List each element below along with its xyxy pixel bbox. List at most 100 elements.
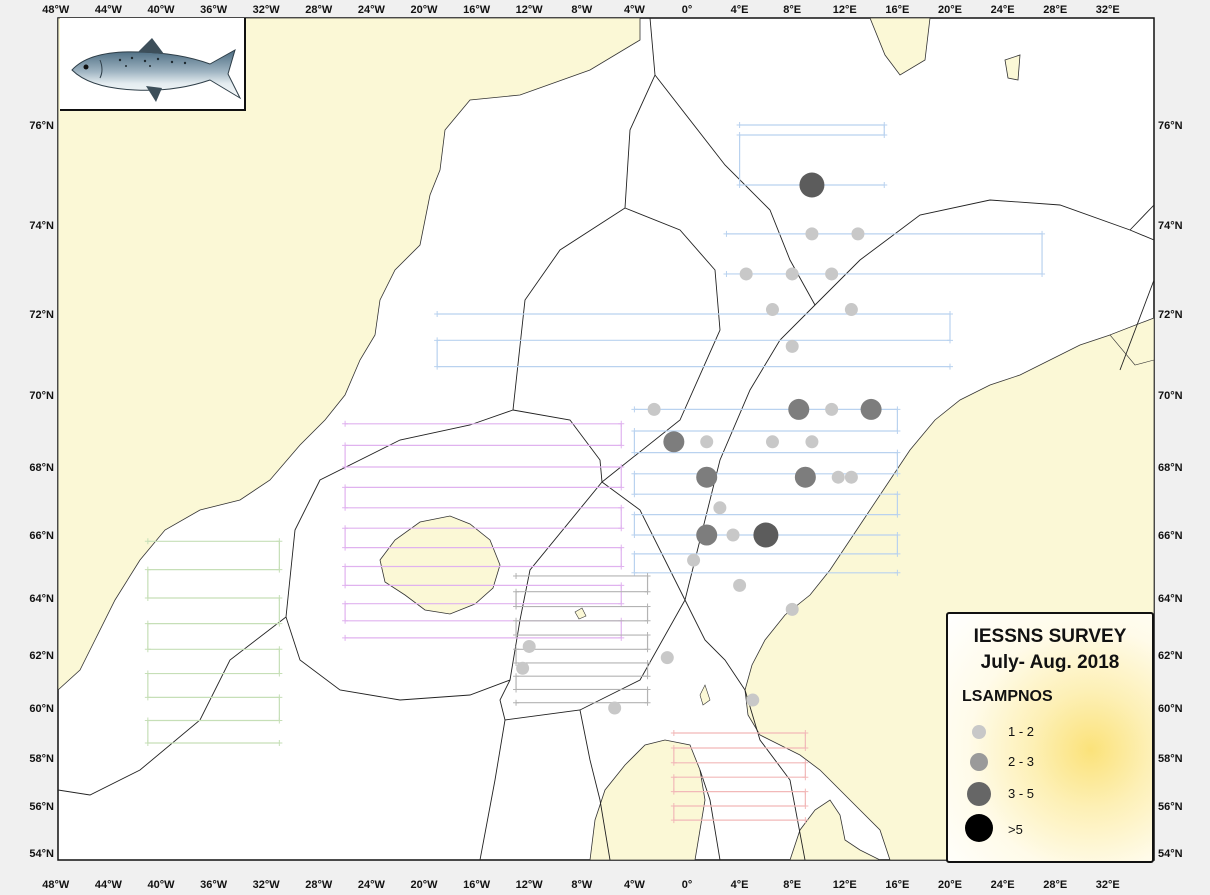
track-station-mark <box>342 544 349 551</box>
land-svalbard <box>869 18 931 76</box>
track-station-mark <box>736 182 743 188</box>
track-station-mark <box>513 646 520 653</box>
track-station-mark <box>434 311 441 317</box>
catch-station-marker[interactable] <box>647 402 661 416</box>
catch-station-marker[interactable] <box>516 661 530 675</box>
catch-station-marker[interactable] <box>700 435 714 449</box>
track-station-mark <box>618 544 625 551</box>
track-station-mark <box>144 717 151 724</box>
track-station-mark <box>670 803 677 809</box>
catch-station-marker[interactable] <box>696 524 718 546</box>
catch-station-marker[interactable] <box>746 693 760 707</box>
track-station-mark <box>513 603 520 610</box>
legend-row-class-3: 3 - 5 <box>948 780 1152 814</box>
catch-station-marker[interactable] <box>660 651 674 665</box>
catch-station-marker[interactable] <box>788 398 810 420</box>
catch-station-marker[interactable] <box>696 466 718 488</box>
track-station-mark <box>513 632 520 639</box>
track-station-mark <box>736 122 743 128</box>
lon-tick-top: 24°W <box>358 4 386 16</box>
track-station-mark <box>618 525 625 532</box>
catch-station-marker[interactable] <box>765 435 779 449</box>
track-station-mark <box>670 745 677 751</box>
catch-station-marker[interactable] <box>687 553 701 567</box>
lon-tick-top: 4°W <box>624 4 646 16</box>
catch-station-marker[interactable] <box>785 602 799 616</box>
lon-tick-bottom: 20°W <box>410 879 438 891</box>
catch-station-marker[interactable] <box>713 501 727 515</box>
lon-tick-top: 40°W <box>147 4 175 16</box>
lat-tick-right: 74°N <box>1158 220 1183 232</box>
lon-tick-bottom: 48°W <box>42 879 70 891</box>
track-station-mark <box>631 511 638 518</box>
track-station-mark <box>736 132 743 138</box>
catch-station-marker[interactable] <box>844 470 858 484</box>
legend-box: IESSNS SURVEY July- Aug. 2018 LSAMPNOS 1… <box>946 612 1154 863</box>
track-station-mark <box>644 617 651 624</box>
track-station-mark <box>631 491 638 498</box>
track-station-mark <box>513 572 520 579</box>
track-station-mark <box>631 470 638 477</box>
catch-station-marker[interactable] <box>844 303 858 317</box>
track-station-mark <box>631 428 638 434</box>
legend-row-class-4: >5 <box>948 814 1152 848</box>
track-greenland <box>147 540 280 744</box>
track-station-mark <box>670 788 677 795</box>
track-station-mark <box>276 694 283 701</box>
track-station-mark <box>513 659 520 666</box>
catch-station-marker[interactable] <box>860 398 882 420</box>
catch-station-marker[interactable] <box>825 402 839 416</box>
catch-station-marker[interactable] <box>785 267 799 281</box>
lat-tick-left: 68°N <box>29 462 54 474</box>
lat-tick-right: 62°N <box>1158 650 1183 662</box>
catch-station-marker[interactable] <box>805 435 819 449</box>
track-station-mark <box>631 550 638 557</box>
track-station-mark <box>723 230 730 237</box>
lat-tick-right: 58°N <box>1158 753 1183 765</box>
lat-tick-right: 66°N <box>1158 530 1183 542</box>
track-denmark <box>673 732 806 821</box>
track-station-mark <box>894 470 901 477</box>
catch-station-marker[interactable] <box>799 172 825 198</box>
catch-station-marker[interactable] <box>825 267 839 281</box>
lon-tick-top: 16°W <box>463 4 491 16</box>
track-station-mark <box>802 817 809 824</box>
track-station-mark <box>342 464 349 470</box>
catch-station-marker[interactable] <box>794 466 816 488</box>
catch-station-marker[interactable] <box>805 227 819 241</box>
catch-station-marker[interactable] <box>733 578 747 592</box>
track-station-mark <box>881 182 888 188</box>
track-station-mark <box>1039 270 1046 277</box>
track-station-mark <box>894 406 901 413</box>
lon-tick-top: 0° <box>682 4 693 16</box>
lon-tick-bottom: 12°E <box>833 879 857 891</box>
lon-tick-top: 36°W <box>200 4 228 16</box>
catch-station-marker[interactable] <box>608 701 622 715</box>
lon-tick-bottom: 44°W <box>95 879 123 891</box>
legend-label-class-2: 2 - 3 <box>1008 754 1035 769</box>
track-station-mark <box>618 442 625 449</box>
lon-tick-top: 32°E <box>1096 4 1120 16</box>
lat-tick-right: 60°N <box>1158 703 1183 715</box>
catch-station-marker[interactable] <box>522 639 536 653</box>
track-station-mark <box>670 759 677 766</box>
track-station-mark <box>618 420 625 427</box>
catch-station-marker[interactable] <box>851 227 865 241</box>
track-station-mark <box>342 504 349 511</box>
catch-station-marker[interactable] <box>726 528 740 542</box>
track-station-mark <box>342 563 349 570</box>
lon-tick-top: 32°W <box>253 4 281 16</box>
track-station-mark <box>644 588 651 595</box>
catch-station-marker[interactable] <box>765 303 779 317</box>
lat-tick-right: 76°N <box>1158 120 1183 132</box>
track-station-mark <box>644 646 651 653</box>
lon-tick-top: 8°E <box>783 4 801 16</box>
catch-station-marker[interactable] <box>663 431 685 453</box>
track-station-mark <box>144 646 151 653</box>
catch-station-marker[interactable] <box>753 522 779 548</box>
catch-station-marker[interactable] <box>739 267 753 281</box>
land-greenland <box>58 18 641 691</box>
catch-station-marker[interactable] <box>785 339 799 353</box>
catch-station-marker[interactable] <box>831 470 845 484</box>
